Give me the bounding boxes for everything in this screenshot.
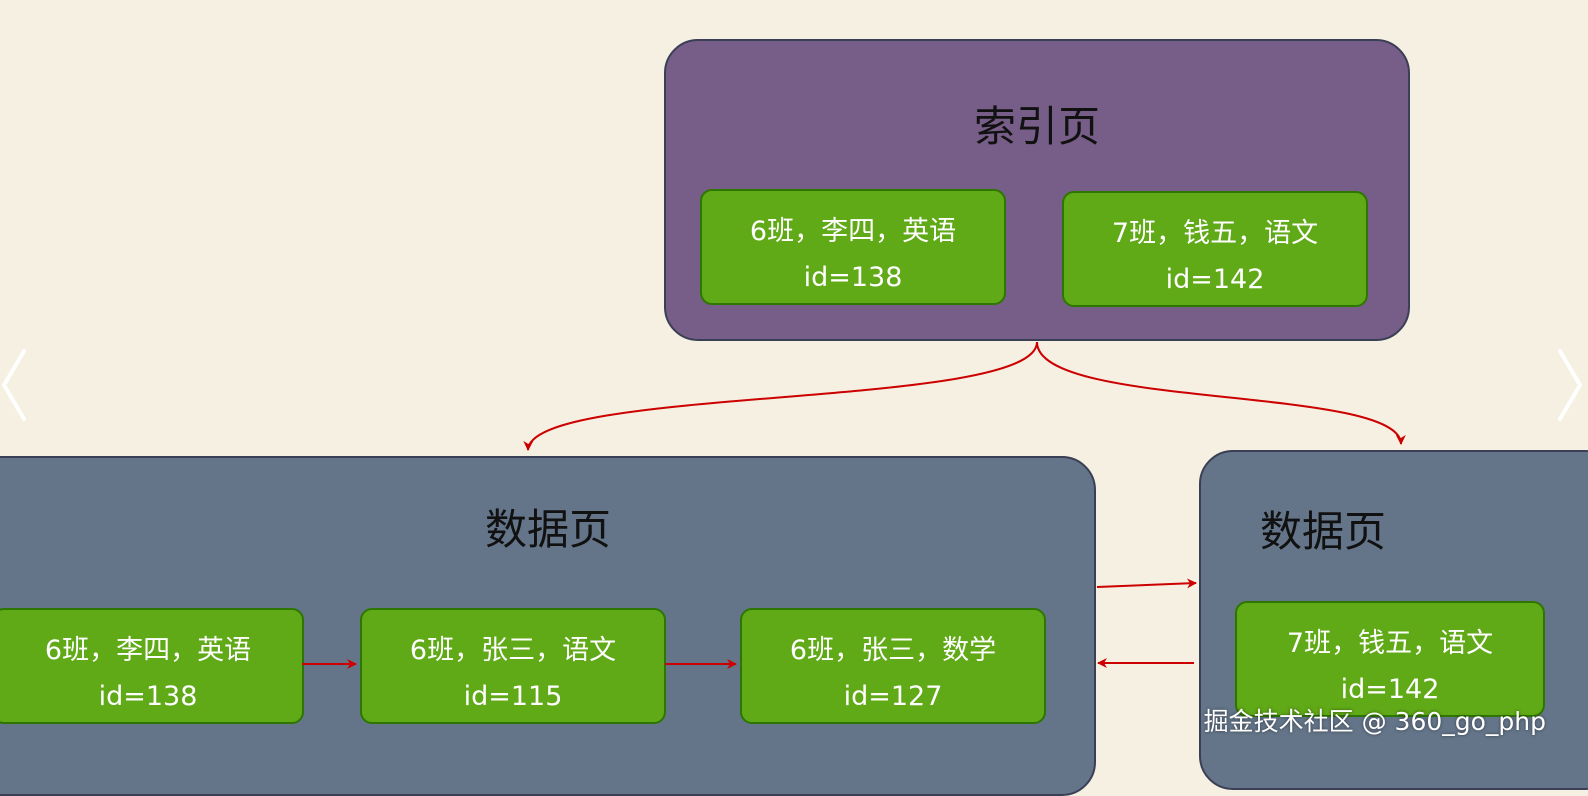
- data-page-1-title: 数据页: [484, 505, 611, 554]
- index-page: 索引页 6班，李四，英语 id=138 7班，钱五，语文 id=142: [664, 39, 1410, 341]
- record-text: 7班，钱五，语文: [1111, 218, 1319, 249]
- data-page-2: 数据页 7班，钱五，语文 id=142: [1199, 450, 1588, 790]
- data-record-2: 6班，张三，语文 id=115: [360, 608, 666, 724]
- record-id: id=138: [803, 262, 903, 293]
- data-page-1: 数据页 6班，李四，英语 id=138 6班，张三，语文 id=115 6班，张…: [0, 456, 1096, 796]
- record-text: 6班，张三，数学: [789, 635, 997, 666]
- arrow-data-page-1-to-2: [1096, 578, 1197, 589]
- record-id: id=142: [1340, 674, 1440, 705]
- index-record-2: 7班，钱五，语文 id=142: [1062, 191, 1368, 307]
- record-id: id=115: [463, 681, 563, 712]
- record-id: id=142: [1165, 264, 1265, 295]
- record-text: 6班，张三，语文: [409, 635, 617, 666]
- data-record-1: 6班，李四，英语 id=138: [0, 608, 304, 724]
- index-record-1: 6班，李四，英语 id=138: [700, 189, 1006, 305]
- record-text: 7班，钱五，语文: [1286, 628, 1494, 659]
- index-page-title: 索引页: [973, 102, 1100, 151]
- record-text: 6班，李四，英语: [44, 635, 252, 666]
- record-id: id=127: [843, 681, 943, 712]
- chevron-right-icon[interactable]: [1558, 345, 1588, 425]
- data-record-4: 7班，钱五，语文 id=142: [1235, 601, 1545, 717]
- arrow-index-to-data-page-1: [523, 341, 1038, 451]
- record-id: id=138: [98, 681, 198, 712]
- data-record-3: 6班，张三，数学 id=127: [740, 608, 1046, 724]
- data-page-2-title: 数据页: [1259, 507, 1386, 556]
- arrow-index-to-data-page-2: [1036, 341, 1406, 445]
- chevron-left-icon[interactable]: [0, 345, 30, 425]
- watermark: 掘金技术社区 @ 360_go_php: [1203, 707, 1546, 736]
- record-text: 6班，李四，英语: [749, 216, 957, 247]
